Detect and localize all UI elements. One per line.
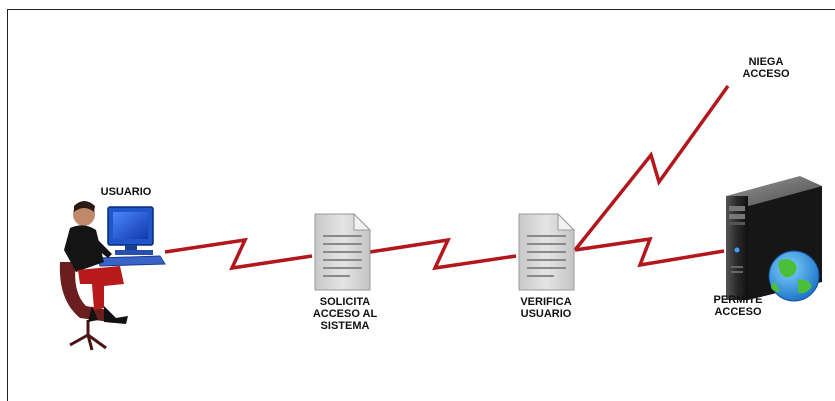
- node-label-allow: PERMITE ACCESO: [713, 294, 763, 318]
- document-icon: [314, 212, 372, 291]
- connector-verify-to-deny: [573, 84, 730, 252]
- node-label-request: SOLICITA ACCESO AL SISTEMA: [312, 296, 378, 332]
- diagram-frame: [7, 9, 835, 401]
- connector-user-to-request: [164, 237, 313, 271]
- connector-verify-to-allow: [574, 236, 725, 268]
- node-label-verify: VERIFICA USUARIO: [520, 296, 572, 320]
- node-label-deny: NIEGA ACCESO: [742, 56, 790, 80]
- server-globe-icon: [726, 176, 822, 302]
- document-icon: [518, 212, 576, 291]
- node-label-user: USUARIO: [100, 186, 152, 198]
- user-at-computer-icon: [59, 201, 166, 351]
- connector-request-to-verify: [369, 237, 517, 271]
